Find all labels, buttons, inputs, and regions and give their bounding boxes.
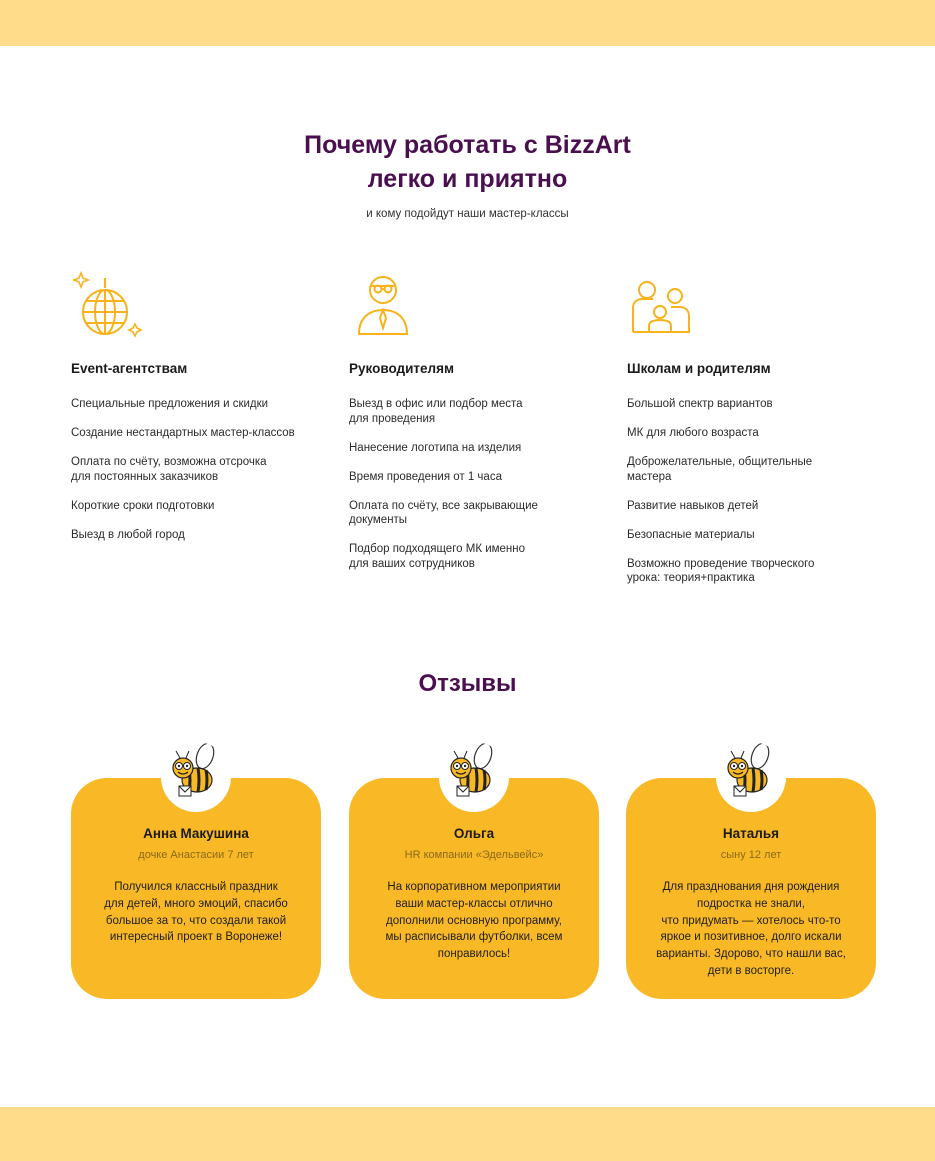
top-decor-band <box>0 0 935 46</box>
review-text: Получился классный праздник для детей, м… <box>104 881 288 944</box>
bottom-decor-band <box>0 1107 935 1161</box>
benefit-item: Оплата по счёту, все закрывающие докумен… <box>349 499 538 527</box>
review-card: Анна Макушина дочке Анастасии 7 лет Полу… <box>71 742 321 999</box>
reviewer-name: Ольга <box>453 826 495 841</box>
benefit-item: Оплата по счёту, возможна отсрочка для п… <box>71 456 267 483</box>
title-line-1: Почему работать с BizzArt <box>304 131 631 159</box>
reviews-title: Отзывы <box>418 670 517 697</box>
benefit-item: Нанесение логотипа на изделия <box>349 441 522 454</box>
review-card: Наталья сыну 12 лет Для празднования дня… <box>626 742 876 999</box>
avatar <box>716 742 786 812</box>
review-text: На корпоративном мероприятии ваши мастер… <box>385 881 563 961</box>
section-title: Почему работать с BizzArt легко и приятн… <box>0 128 935 196</box>
audience-heading: Руководителям <box>349 361 454 376</box>
benefit-item: Выезд в любой город <box>71 528 185 541</box>
benefit-item: Короткие сроки подготовки <box>71 499 215 512</box>
benefit-item: Создание нестандартных мастер-классов <box>71 427 295 439</box>
benefit-item: Выезд в офис или подбор места для провед… <box>349 398 523 425</box>
avatar <box>439 742 509 812</box>
review-card: Ольга HR компании «Эдельвейс» На корпора… <box>349 742 599 999</box>
school-family-icon <box>632 281 690 333</box>
benefit-list: Выезд в офис или подбор места для провед… <box>349 397 609 586</box>
benefit-item: Подбор подходящего МК именно для ваших с… <box>349 543 526 570</box>
title-line-2: легко и приятно <box>367 165 568 193</box>
benefit-item: Возможно проведение творческого урока: т… <box>627 557 815 585</box>
avatar <box>161 742 231 812</box>
reviewer-relation: дочке Анастасии 7 лет <box>138 849 254 861</box>
audience-column-schools: Школам и родителям Большой спектр вариан… <box>627 270 887 584</box>
review-text: Для празднования дня рождения подростка … <box>656 881 846 977</box>
section-subtitle: и кому подойдут наши мастер-классы <box>366 208 569 220</box>
benefit-item: Доброжелательные, общительные мастера <box>627 456 813 483</box>
benefit-item: Развитие навыков детей <box>627 499 759 512</box>
benefit-item: Безопасные материалы <box>627 528 755 541</box>
benefit-item: Специальные предложения и скидки <box>71 398 269 410</box>
bee-avatar-icon <box>450 742 493 797</box>
benefit-item: МК для любого возраста <box>627 427 759 439</box>
reviewer-relation: сыну 12 лет <box>720 849 782 861</box>
audience-column-event: Event-агентствам Специальные предложения… <box>71 270 331 541</box>
benefit-item: Время проведения от 1 часа <box>349 470 502 483</box>
manager-icon <box>357 276 409 335</box>
bee-avatar-icon <box>172 742 215 797</box>
bee-avatar-icon <box>727 742 770 797</box>
reviewer-relation: HR компании «Эдельвейс» <box>404 849 544 861</box>
disco-ball-icon <box>71 270 143 338</box>
audience-heading: Школам и родителям <box>627 361 771 376</box>
audience-heading: Event-агентствам <box>71 361 188 376</box>
audience-column-managers: Руководителям Выезд в офис или подбор ме… <box>349 270 609 570</box>
reviewer-name: Анна Макушина <box>143 826 249 841</box>
reviewer-name: Наталья <box>722 826 780 841</box>
benefit-list: Большой спектр вариантов МК для любого в… <box>627 397 887 600</box>
benefit-item: Большой спектр вариантов <box>627 398 773 410</box>
benefit-list: Специальные предложения и скидки Создани… <box>71 397 331 557</box>
